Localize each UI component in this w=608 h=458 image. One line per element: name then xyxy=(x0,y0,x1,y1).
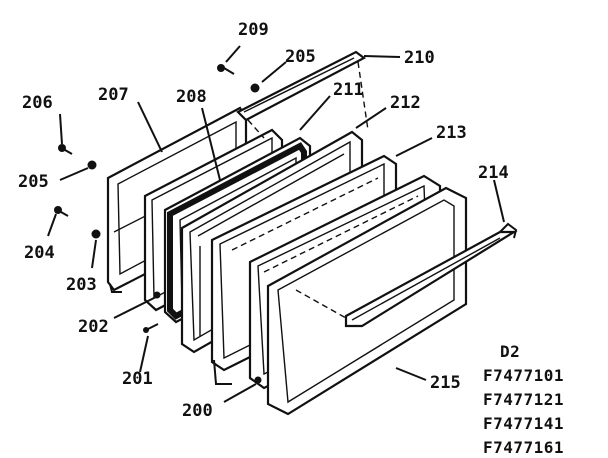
part-201-pin xyxy=(143,323,159,333)
model-block-header: D2 xyxy=(500,342,520,361)
part-204-screw xyxy=(54,206,69,217)
part-205-washer-left xyxy=(87,160,97,170)
model-number: F7477161 xyxy=(483,438,564,457)
model-number: F7477141 xyxy=(483,414,564,433)
part-215-outer-door-panel xyxy=(266,186,468,416)
model-number: F7477101 xyxy=(483,366,564,385)
label-202: 202 xyxy=(78,317,109,337)
label-208: 208 xyxy=(176,87,207,107)
label-200: 200 xyxy=(182,401,213,421)
label-203: 203 xyxy=(66,275,97,295)
label-206: 206 xyxy=(22,93,53,113)
leader-lines xyxy=(47,45,505,403)
label-212: 212 xyxy=(390,93,421,113)
label-214: 214 xyxy=(478,163,509,183)
label-205-left: 205 xyxy=(18,172,49,192)
label-201: 201 xyxy=(122,369,153,389)
part-214-door-handle xyxy=(295,222,518,328)
label-213: 213 xyxy=(436,123,467,143)
part-205-washer-top xyxy=(250,83,260,93)
part-209-screw xyxy=(217,64,235,75)
callout-labels: 209 205 210 211 207 208 212 206 213 214 … xyxy=(18,20,509,421)
label-209: 209 xyxy=(238,20,269,40)
label-215: 215 xyxy=(430,373,461,393)
label-205-top: 205 xyxy=(285,47,316,67)
part-206-screw xyxy=(58,144,73,155)
model-number-block: D2 F7477101 F7477121 F7477141 F7477161 xyxy=(483,342,564,457)
label-204: 204 xyxy=(24,243,55,263)
part-203-washer xyxy=(91,229,101,239)
label-210: 210 xyxy=(404,48,435,68)
label-211: 211 xyxy=(333,80,364,100)
part-210-vent-trim xyxy=(236,50,369,139)
model-number: F7477121 xyxy=(483,390,564,409)
label-207: 207 xyxy=(98,85,129,105)
